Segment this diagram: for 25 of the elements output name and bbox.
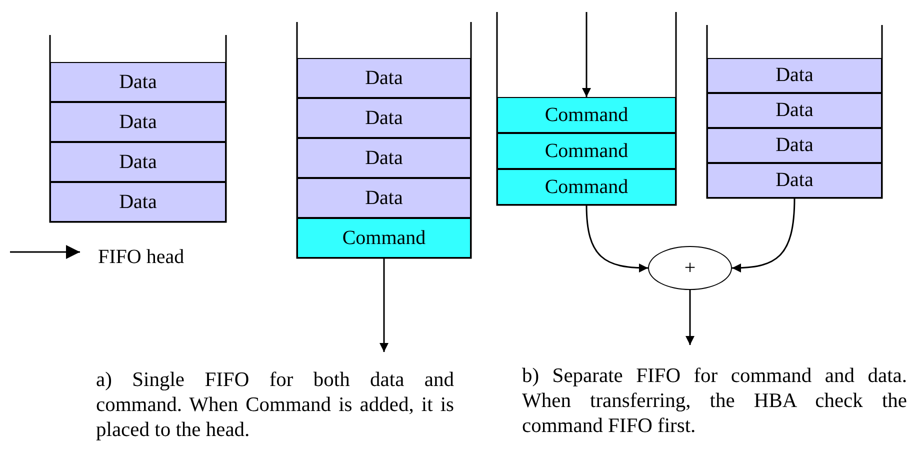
arrow (380, 258, 388, 352)
queue-slot: Command (497, 133, 676, 169)
queue-slot: Data (297, 98, 471, 138)
queue-slot: Data (297, 138, 471, 178)
queue-slot: Data (707, 163, 882, 198)
queue-slot: Command (497, 97, 676, 133)
caption: a) Single FIFO for both data and command. When Command is added, it is placed to the head. (96, 368, 454, 443)
queue-slot: Data (707, 128, 882, 163)
queue-slot: Data (50, 62, 226, 102)
arrow (586, 204, 648, 272)
adder-ellipse: + (648, 246, 732, 290)
legend-label: FIFO head (98, 246, 184, 269)
queue-slot: Data (50, 182, 226, 222)
queue-slot: Data (707, 58, 882, 93)
queue-slot: Command (297, 218, 471, 258)
queue-slot: Data (707, 93, 882, 128)
arrow (686, 290, 694, 345)
queue-slot: Data (297, 58, 471, 98)
arrow (732, 198, 796, 272)
caption: b) Separate FIFO for command and data. When transferring, the HBA check the command FIFO first. (522, 364, 907, 439)
queue-slot: Data (50, 102, 226, 142)
queue-slot: Command (497, 169, 676, 205)
arrow (582, 12, 591, 97)
queue-slot: Data (297, 178, 471, 218)
queue-slot: Data (50, 142, 226, 182)
